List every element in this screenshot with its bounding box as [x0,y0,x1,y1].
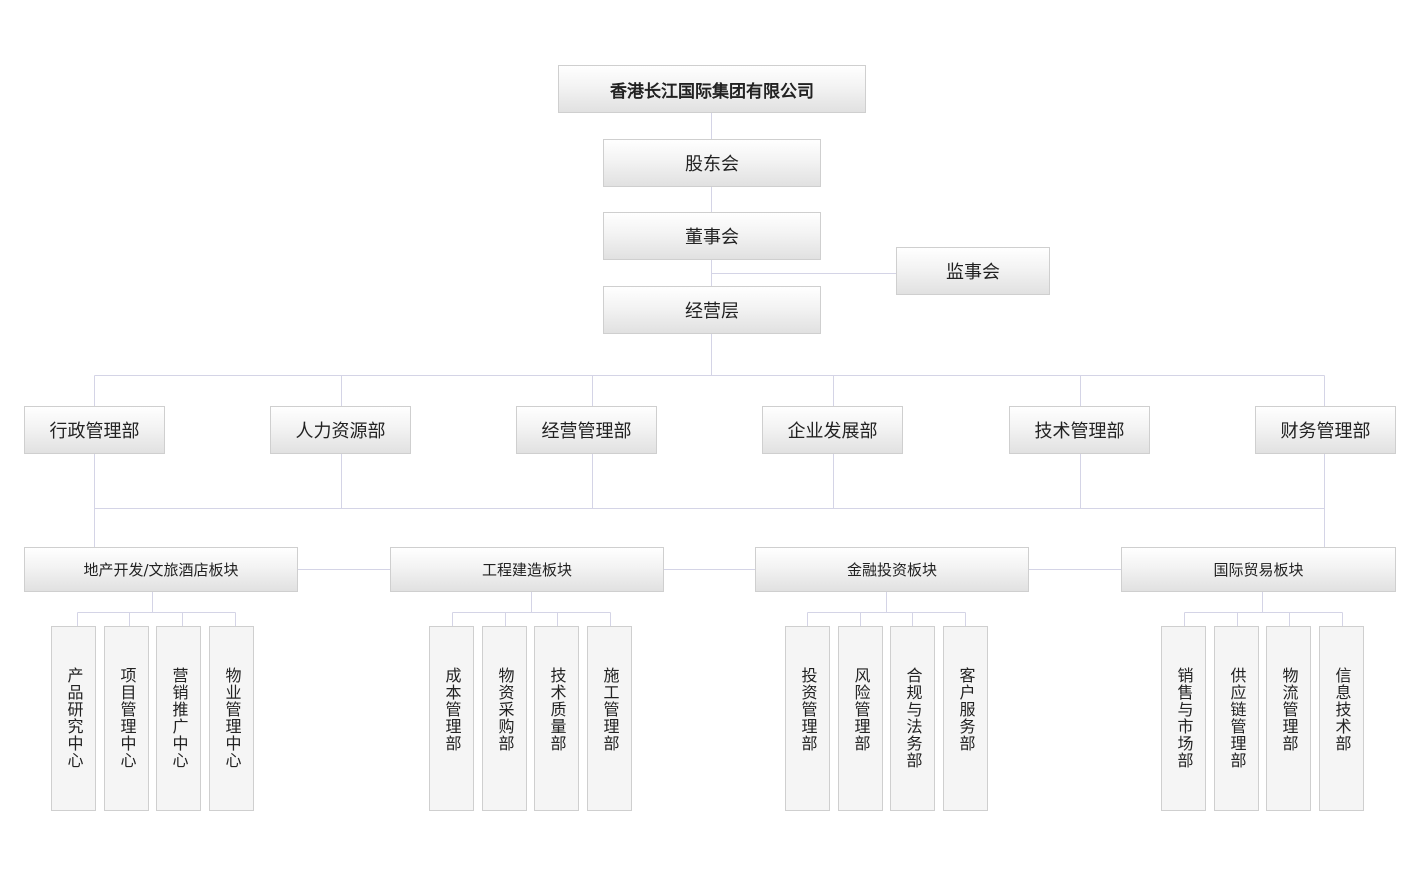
unit-node: 风险管理部 [838,626,883,811]
unit-label: 投资管理部 [798,667,818,752]
dept-node: 经营管理部 [516,406,657,454]
dept-node: 企业发展部 [762,406,903,454]
unit-label: 施工管理部 [600,667,620,752]
unit-node: 项目管理中心 [104,626,149,811]
dept-node: 行政管理部 [24,406,165,454]
unit-node: 物流管理部 [1266,626,1311,811]
unit-node: 供应链管理部 [1214,626,1259,811]
shareholders-node: 股东会 [603,139,821,187]
unit-node: 技术质量部 [534,626,579,811]
sector-node: 地产开发/文旅酒店板块 [24,547,298,592]
unit-label: 成本管理部 [442,667,462,752]
unit-node: 成本管理部 [429,626,474,811]
unit-node: 营销推广中心 [156,626,201,811]
sector-node: 工程建造板块 [390,547,664,592]
unit-label: 物流管理部 [1279,667,1299,752]
unit-node: 销售与市场部 [1161,626,1206,811]
dept-node: 财务管理部 [1255,406,1396,454]
company-node: 香港长江国际集团有限公司 [558,65,866,113]
unit-node: 投资管理部 [785,626,830,811]
unit-label: 信息技术部 [1332,667,1352,752]
unit-node: 信息技术部 [1319,626,1364,811]
sector-node: 国际贸易板块 [1121,547,1396,592]
unit-node: 物资采购部 [482,626,527,811]
unit-label: 物资采购部 [495,667,515,752]
unit-node: 客户服务部 [943,626,988,811]
unit-label: 项目管理中心 [117,667,137,769]
unit-node: 物业管理中心 [209,626,254,811]
unit-label: 营销推广中心 [169,667,189,769]
unit-label: 供应链管理部 [1227,667,1247,769]
unit-node: 产品研究中心 [51,626,96,811]
board-node: 董事会 [603,212,821,260]
unit-node: 合规与法务部 [890,626,935,811]
supervisors-node: 监事会 [896,247,1050,295]
dept-node: 技术管理部 [1009,406,1150,454]
unit-node: 施工管理部 [587,626,632,811]
unit-label: 产品研究中心 [64,667,84,769]
sector-node: 金融投资板块 [755,547,1029,592]
unit-label: 物业管理中心 [222,667,242,769]
unit-label: 技术质量部 [547,667,567,752]
management-node: 经营层 [603,286,821,334]
unit-label: 风险管理部 [851,667,871,752]
unit-label: 客户服务部 [956,667,976,752]
dept-node: 人力资源部 [270,406,411,454]
unit-label: 合规与法务部 [903,667,923,769]
unit-label: 销售与市场部 [1174,667,1194,769]
